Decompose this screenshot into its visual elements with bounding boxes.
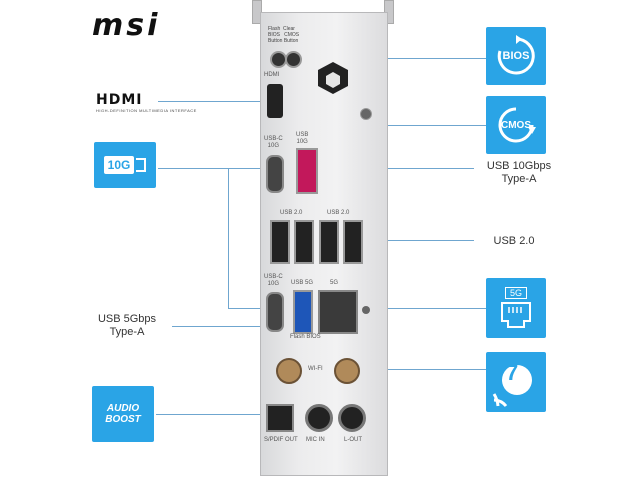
hdmi-leader-line (158, 101, 270, 102)
tile-lan-5g: 5G (486, 278, 546, 338)
usb20-port-1 (270, 220, 290, 264)
panel-screw-2 (362, 306, 370, 314)
lan-5g-port (318, 290, 358, 334)
usb-10g-type-a-port (296, 148, 318, 194)
usb-stick-icon: 10G (103, 156, 147, 174)
msi-logo: msi (92, 8, 161, 43)
wifi-7-icon (492, 365, 532, 408)
usbc-10g-port-top (266, 155, 284, 193)
usb20-port-4 (343, 220, 363, 264)
usbc-10g-vertical-line (228, 168, 229, 308)
flash-bios-port-label: Flash BIOS (290, 334, 321, 340)
tile-10g: 10G (94, 142, 156, 188)
usb-5g-type-a-port (293, 290, 313, 334)
usbc-10g-label-bottom: USB-C 10G (264, 274, 283, 287)
audio-leader-line (156, 414, 276, 415)
mic-in-label: MIC IN (306, 437, 325, 443)
usb-5g-leader-line (172, 326, 270, 327)
hdmi-port-label: HDMI (264, 72, 280, 78)
usbc-10g-port-bottom (266, 292, 284, 332)
hdmi-logo-subtitle: HIGH-DEFINITION MULTIMEDIA INTERFACE (96, 108, 197, 113)
spdif-out-label: S/PDIF OUT (264, 437, 298, 443)
usb-10g-label: USB 10G (296, 132, 309, 145)
line-out-jack (338, 404, 366, 432)
hdmi-port (267, 84, 283, 118)
usbc-10g-bottom-leader (228, 308, 270, 309)
wifi-antenna-connector-right (334, 358, 360, 384)
hdmi-logo: HDMI (96, 92, 143, 108)
lan-5g-port-label: 5G (330, 280, 339, 286)
cmos-label: CMOS (501, 119, 531, 131)
usb20-left-label: USB 2.0 (280, 210, 303, 216)
clear-cmos-button[interactable] (285, 51, 302, 68)
usbc-10g-leader-line (158, 168, 270, 169)
wifi-leader-line (356, 369, 486, 370)
label-usb-10gbps-type-a: USB 10Gbps Type-A (486, 160, 552, 185)
tile-10g-label: 10G (103, 156, 135, 174)
cmos-reset-icon (498, 107, 536, 143)
tile-bios: BIOS (486, 27, 546, 85)
bios-refresh-icon (497, 35, 535, 75)
usb10-typea-leader-line (312, 168, 474, 169)
label-usb-2-0: USB 2.0 (493, 235, 535, 247)
flash-clear-label: Flash Clear BIOS CMOS Button Button (268, 26, 300, 44)
mic-in-jack (305, 404, 333, 432)
label-usb-5gbps-type-a: USB 5Gbps Type-A (97, 313, 157, 338)
wifi-7-label: 7 (506, 360, 519, 385)
lan-5g-label: 5G (504, 287, 527, 299)
usb20-right-label: USB 2.0 (327, 210, 350, 216)
usb20-port-2 (294, 220, 314, 264)
audio-boost-label: AUDIO BOOST (105, 403, 141, 425)
cmos-leader-line (296, 125, 486, 126)
panel-screw (360, 108, 372, 120)
usbc-10g-label-top: USB-C 10G (264, 136, 283, 149)
line-out-label: L-OUT (344, 437, 362, 443)
spdif-out-port (266, 404, 294, 432)
tile-audio-boost: AUDIO BOOST (92, 386, 154, 442)
bios-label: BIOS (502, 50, 530, 62)
lan-leader-line (356, 308, 486, 309)
wifi-label: WI-FI (308, 366, 323, 372)
msi-cube-logo (316, 60, 350, 101)
wifi-antenna-connector-left (276, 358, 302, 384)
tile-wifi-7: 7 (486, 352, 546, 412)
tile-cmos: CMOS (486, 96, 546, 154)
usb-5g-label: USB 5G (291, 280, 314, 286)
usb20-port-3 (319, 220, 339, 264)
ethernet-port-icon (501, 302, 531, 328)
bios-leader-line (290, 58, 486, 59)
usb20-leader-line (356, 240, 474, 241)
